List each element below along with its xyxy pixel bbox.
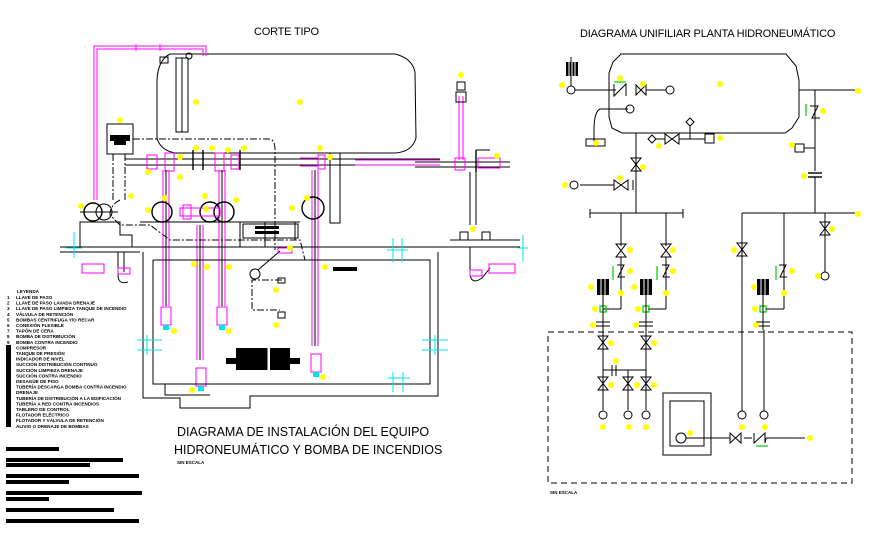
legend-item-text: DESAGÜE DE PISO (16, 378, 59, 384)
legend-item-text: SUCCIÓN CONTRA INCENDIO (16, 371, 82, 378)
legend-item-text: LLAVE DE PASO LIMPIEZA TANQUE DE INCENDI… (16, 306, 127, 311)
legend-item-text: TUBERÍA A RED CONTRA INCENDIOS (16, 399, 99, 406)
fire-reservoir (662, 392, 805, 456)
left-title: CORTE TIPO (254, 26, 319, 38)
right-title: DIAGRAMA UNIFILIAR PLANTA HIDRONEUMÁTICO (580, 27, 836, 40)
legend-item-text: LLAVE DE PASO LAVADA DRENAJE (16, 301, 95, 306)
legend-item-text: SUCCIÓN LIMPIEZA DRENAJE (16, 366, 83, 373)
legend-item-number: 8 (7, 334, 10, 339)
legend-item-text: COMPRESOR (16, 345, 47, 350)
legend-item-text: TAPÓN DE CERA (16, 327, 54, 334)
caption-line-1: DIAGRAMA DE INSTALACIÓN DEL EQUIPO (177, 424, 429, 439)
gauge-line (647, 117, 715, 145)
right-riser (794, 89, 855, 213)
legend-item-text: CONEXIÓN FLEXIBLE (16, 321, 64, 328)
left-scale-note: SIN ESCALA (177, 460, 205, 465)
legend: LEYENDA (6, 289, 40, 427)
distribution-header (589, 209, 684, 310)
callout-markers-left (78, 72, 500, 393)
float-switches (249, 247, 293, 319)
legend-item-text: FLOTADOR Y VÁLVULA DE RETENCIÓN (16, 416, 104, 423)
control-panel (106, 123, 134, 200)
legend-item-text: TANQUE DE PRESIÓN (16, 349, 65, 356)
legend-item-text: TUBERÍA DE DISTRIBUCIÓN A LA EDIFICACIÓN (16, 394, 122, 401)
pressure-tank (156, 53, 417, 154)
drains (81, 247, 516, 284)
bilge-pump-block (226, 346, 300, 372)
drain-valve (569, 133, 643, 213)
legend-item-text: BOMBA CONTRA INCENDIO (16, 340, 78, 345)
legend-item-number: 4 (7, 312, 10, 317)
legend-item-text: SUCCIÓN DISTRIBUCIÓN CONTINUO (16, 360, 98, 367)
legend-item-text: FLOTADOR ELÉCTRICO (16, 411, 69, 418)
caption-line-2: HIDRONEUMÁTICO Y BOMBA DE INCENDIOS (174, 442, 442, 457)
suction-pipes (160, 170, 322, 391)
legend-item-number: 7 (7, 329, 10, 334)
callout-markers-right (559, 75, 861, 441)
legend-item-text: BOMBAS CENTRIFUGA Y/O RECAR (16, 317, 95, 322)
level-indicator (159, 52, 193, 133)
suction-valves (596, 330, 769, 420)
legend-item-number: 2 (7, 301, 10, 306)
air-line (93, 44, 207, 200)
pumps (80, 196, 325, 223)
legend-item-number: 3 (7, 306, 10, 311)
legend-item-text: INDICADOR DE NIVEL (16, 357, 65, 362)
hydro-tank (608, 53, 800, 134)
pump-bases (60, 221, 520, 253)
legend-item-text: VÁLVULA DE RETENCIÓN (16, 310, 74, 317)
title-block-bars (6, 447, 142, 523)
right-scale-note: SIN ESCALA (550, 490, 578, 495)
discharge-manifold (125, 149, 510, 224)
legend-item-number: 5 (7, 317, 10, 322)
compressor-symbol (566, 57, 675, 98)
cistern (142, 252, 439, 409)
legend-title: LEYENDA (17, 289, 40, 294)
legend-item-number: 1 (7, 295, 10, 300)
legend-item-text: LLAVE DE PASO (16, 295, 53, 300)
legend-item-number: 6 (7, 323, 10, 328)
legend-item-text: DRENAJE (16, 390, 38, 395)
legend-item-text: TUBERÍA DESCARGA BOMBA CONTRA INCENDIO (16, 383, 127, 390)
cistern-boundary (547, 331, 853, 484)
fire-header (735, 212, 855, 332)
motor-pumps (596, 279, 770, 340)
legend-item-text: ALIVIO O DRENAJE DE BOMBAS (16, 424, 89, 429)
legend-item-text: BOMBA DE DISTRIBUCIÓN (16, 332, 76, 339)
legend-item-text: TABLERO DE CONTROL (16, 407, 70, 412)
riser-pipe (455, 81, 477, 225)
section-marks (66, 232, 528, 392)
legend-items: 1 LLAVE DE PASO 2 LLAVE DE PASO LAVADA DREN… (7, 295, 127, 429)
legend-item-number: 9 (7, 340, 10, 345)
